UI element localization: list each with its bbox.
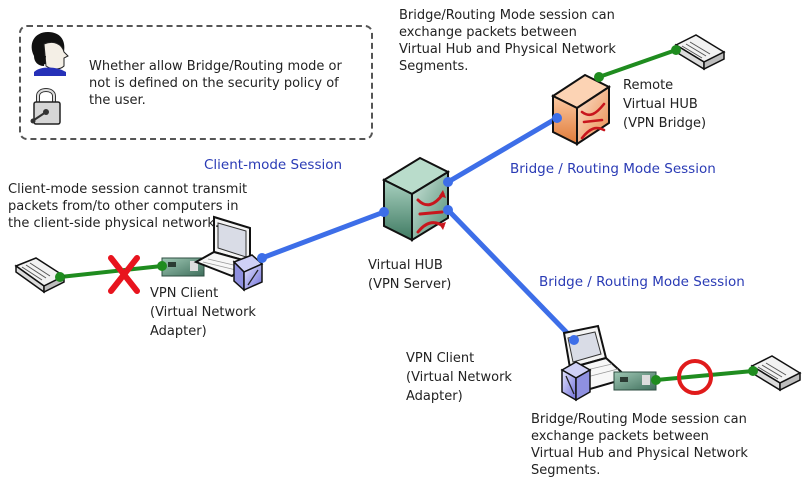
bridge-session-upper-label: Bridge / Routing Mode Session — [510, 161, 716, 177]
vpn-client-left-label: VPN Client (Virtual Network Adapter) — [150, 286, 256, 339]
security-policy-note-box — [19, 25, 373, 140]
remote-switch-icon — [674, 34, 726, 71]
virtual-hub-icon — [381, 156, 451, 242]
remote-physical-link — [597, 48, 678, 79]
remote-hub-port-blue — [552, 113, 562, 123]
left-physical-link — [58, 264, 164, 279]
remote-hub-label: Remote Virtual HUB (VPN Bridge) — [623, 78, 707, 131]
left-switch-port — [55, 272, 65, 282]
left-client-port — [257, 253, 267, 263]
left-nic-port — [157, 261, 167, 271]
client-mode-link — [259, 209, 387, 261]
links — [58, 48, 755, 382]
hub-port-left — [379, 207, 389, 217]
bottom-nic-icon — [613, 371, 657, 391]
user-icon — [31, 32, 69, 76]
left-vpn-client-box-icon — [232, 254, 264, 292]
allowed-circle-icon — [677, 359, 713, 395]
bottom-physical-link — [654, 369, 755, 382]
left-nic-icon — [161, 257, 205, 277]
virtual-hub-label: Virtual HUB (VPN Server) — [368, 258, 452, 292]
remote-switch-port — [671, 45, 681, 55]
bottom-switch-icon — [750, 355, 802, 392]
blocked-x-icon — [108, 255, 140, 294]
bottom-nic-port — [651, 375, 661, 385]
hub-port-upper — [443, 177, 453, 187]
hub-port-lower — [443, 205, 453, 215]
vpn-client-bottom-label: VPN Client (Virtual Network Adapter) — [406, 351, 512, 404]
bridge-link-lower — [445, 207, 577, 343]
bridge-session-lower-label: Bridge / Routing Mode Session — [539, 274, 745, 290]
bottom-vpn-client-box-icon — [560, 361, 592, 402]
client-mode-note: Client-mode session cannot transmit pack… — [8, 182, 248, 231]
remote-hub-port-green — [594, 72, 604, 82]
security-policy-note-text: Whether allow Bridge/Routing mode or not… — [89, 59, 342, 108]
remote-virtual-hub-icon — [550, 73, 612, 146]
client-mode-session-label: Client-mode Session — [204, 157, 343, 173]
bottom-client-port — [569, 335, 579, 345]
top-right-note: Bridge/Routing Mode session can exchange… — [399, 8, 616, 74]
bottom-switch-port — [748, 366, 758, 376]
bottom-note: Bridge/Routing Mode session can exchange… — [531, 412, 748, 478]
bridge-link-upper — [445, 115, 560, 185]
lock-icon — [30, 88, 61, 125]
